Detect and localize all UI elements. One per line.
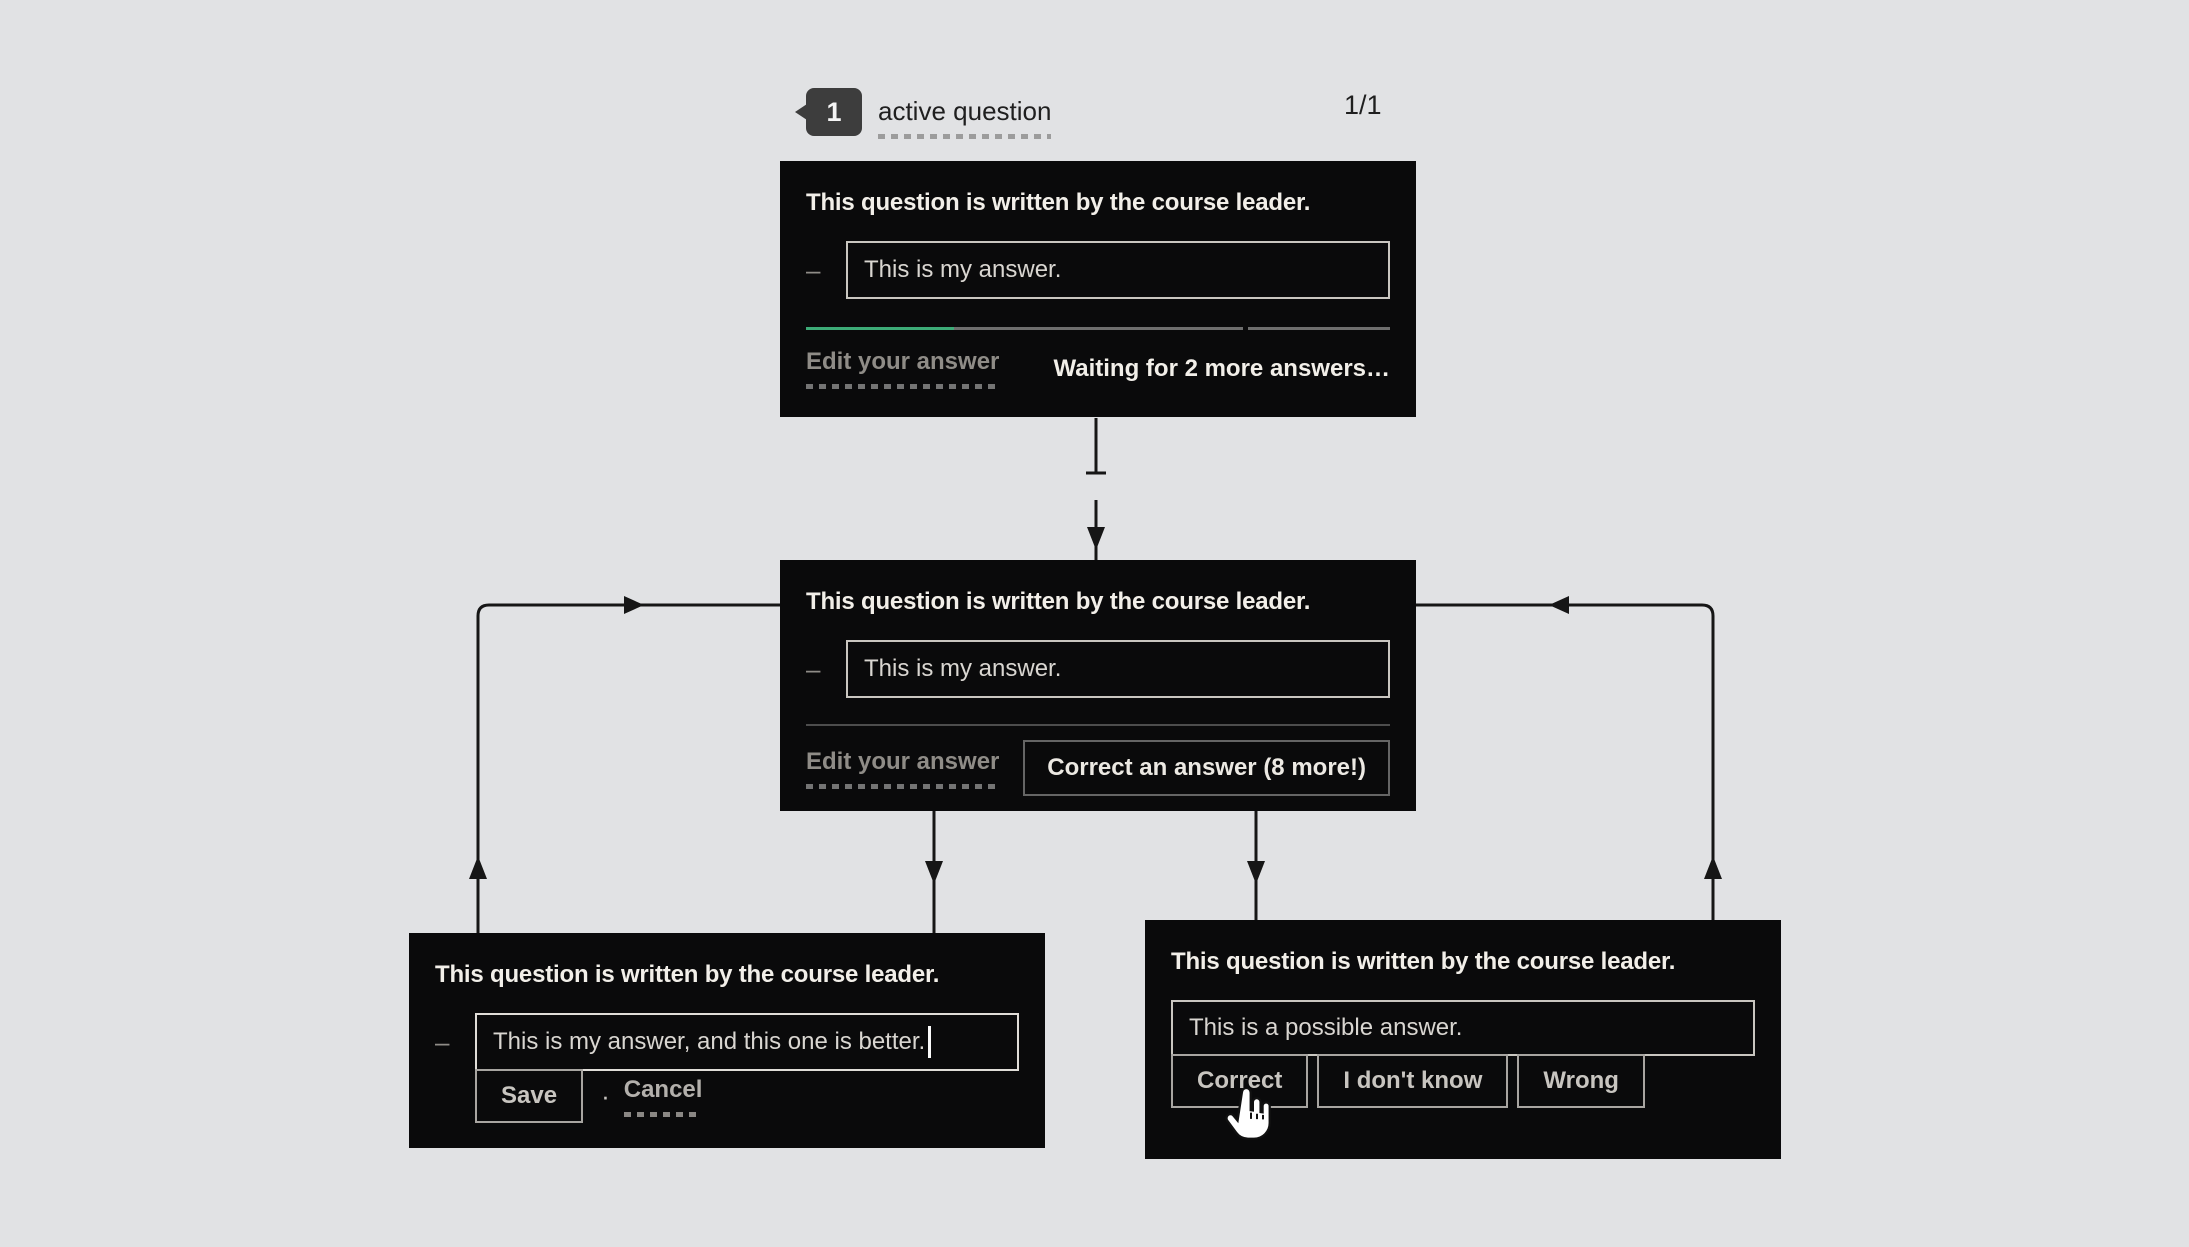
correct-an-answer-button[interactable]: Correct an answer (8 more!) xyxy=(1023,740,1390,796)
cancel-link[interactable]: Cancel xyxy=(624,1076,703,1117)
wrong-button[interactable]: Wrong xyxy=(1517,1054,1645,1108)
answer-display: This is my answer. xyxy=(846,241,1390,299)
card-editing-state: This question is written by the course l… xyxy=(409,933,1045,1148)
arrowhead-up-icon xyxy=(469,856,487,879)
possible-answer-display: This is a possible answer. xyxy=(1171,1000,1755,1056)
i-dont-know-button[interactable]: I don't know xyxy=(1317,1054,1509,1108)
answers-progress-bar xyxy=(806,327,1390,330)
answer-text: This is my answer. xyxy=(864,655,1062,682)
edit-your-answer-link[interactable]: Edit your answer xyxy=(806,748,999,789)
connector-card2-to-card4 xyxy=(1247,811,1265,920)
answer-edit-input[interactable]: This is my answer, and this one is bette… xyxy=(475,1013,1019,1071)
question-number: 1 xyxy=(826,96,842,127)
progress-green-segment xyxy=(806,327,955,330)
arrowhead-down-icon xyxy=(1087,527,1105,550)
connector-card2-to-card3 xyxy=(925,811,943,933)
card-waiting-state: This question is written by the course l… xyxy=(780,161,1416,417)
question-text: This question is written by the course l… xyxy=(1171,948,1676,975)
save-button[interactable]: Save xyxy=(475,1069,584,1123)
connector-card1-to-card2 xyxy=(1086,418,1106,560)
question-counter: 1/1 xyxy=(1344,90,1382,120)
progress-gray-segment xyxy=(954,327,1244,330)
list-dash: – xyxy=(806,255,821,285)
connector-card4-to-card2-loop xyxy=(1415,596,1722,920)
list-dash: – xyxy=(806,654,821,684)
arrowhead-down-icon xyxy=(1247,861,1265,884)
answer-row: – This is my answer. xyxy=(806,241,1390,299)
progress-gray-segment-2 xyxy=(1248,327,1390,330)
waiting-status-text: Waiting for 2 more answers… xyxy=(1053,354,1390,382)
edit-actions-row: Save · Cancel xyxy=(475,1069,1019,1123)
card-divider xyxy=(806,724,1390,726)
answer-text: This is a possible answer. xyxy=(1189,1014,1463,1041)
arrowhead-down-icon xyxy=(925,861,943,884)
question-text: This question is written by the course l… xyxy=(435,961,940,988)
answer-row: – This is my answer, and this one is bet… xyxy=(435,1013,1019,1071)
review-buttons-row: Correct I don't know Wrong xyxy=(1171,1054,1755,1108)
question-number-badge: 1 xyxy=(806,88,862,136)
card-footer: Edit your answer Correct an answer (8 mo… xyxy=(806,740,1390,796)
answer-display: This is my answer. xyxy=(846,640,1390,698)
question-text: This question is written by the course l… xyxy=(806,588,1311,615)
card-footer: Edit your answer Waiting for 2 more answ… xyxy=(806,348,1390,389)
arrowhead-left-icon xyxy=(1549,596,1569,614)
list-dash: – xyxy=(435,1027,450,1057)
answer-row: – This is my answer. xyxy=(806,640,1390,698)
answer-text: This is my answer. xyxy=(864,256,1062,283)
cursor-pointer-icon xyxy=(1225,1088,1271,1140)
arrowhead-right-icon xyxy=(624,596,644,614)
text-caret xyxy=(928,1026,932,1058)
arrowhead-up-icon xyxy=(1704,856,1722,879)
answer-text: This is my answer, and this one is bette… xyxy=(493,1028,926,1055)
card-correcting-state: This question is written by the course l… xyxy=(780,560,1416,811)
separator-dot: · xyxy=(601,1080,610,1111)
connector-card3-to-card2-loop xyxy=(469,596,780,933)
edit-your-answer-link[interactable]: Edit your answer xyxy=(806,348,999,389)
question-text: This question is written by the course l… xyxy=(806,189,1311,216)
active-question-label[interactable]: active question xyxy=(878,96,1051,139)
